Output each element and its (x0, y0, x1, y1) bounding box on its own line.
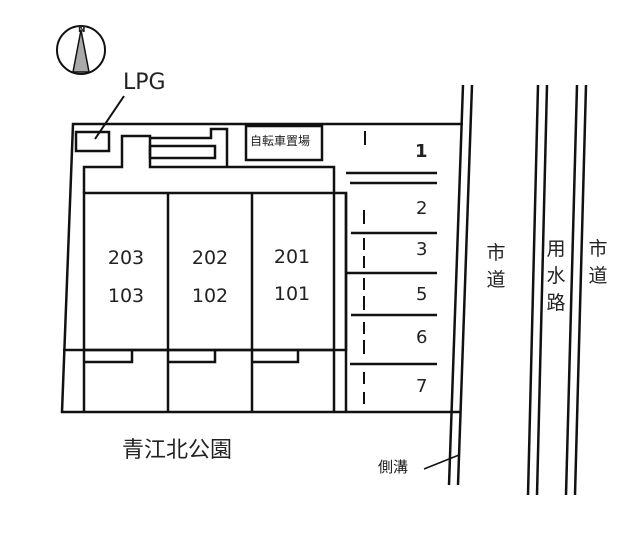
unit-202: 202 (191, 247, 229, 269)
park-label: 青江北公園 (122, 438, 233, 463)
parking-slot-3: 3 (416, 239, 428, 260)
waterway-line (564, 84, 579, 496)
parking-slot-1: 1 (415, 141, 428, 162)
site-boundary (60, 122, 463, 414)
unit-103: 103 (107, 285, 145, 307)
parking-slot-7: 7 (416, 376, 428, 397)
unit-101: 101 (273, 283, 311, 305)
unit-201: 201 (273, 246, 311, 268)
bicycle-shed (244, 124, 324, 162)
road-edge-line (447, 84, 465, 486)
waterway-line (526, 84, 540, 496)
building-block (82, 191, 348, 352)
building-top (82, 134, 336, 193)
parking-slot-2: 2 (416, 198, 428, 219)
parking-slot-5: 5 (416, 284, 428, 305)
road-label-left: 市道 (486, 242, 506, 291)
road-label-right: 市道 (588, 238, 608, 287)
bicycle-parking-label: 自転車置場 (250, 134, 311, 148)
compass-icon (56, 25, 106, 75)
compass-north-label: N (78, 25, 86, 35)
gutter-label: 側溝 (378, 458, 409, 476)
unit-203: 203 (107, 247, 145, 269)
waterway-label: 用水路 (546, 238, 566, 314)
parking-slot-6: 6 (416, 327, 428, 348)
waterway-line (573, 84, 588, 496)
unit-102: 102 (191, 285, 229, 307)
waterway-line (535, 84, 549, 496)
road-edge-line (456, 84, 474, 486)
lpg-tank (74, 130, 111, 153)
lpg-label: LPG (123, 70, 166, 95)
